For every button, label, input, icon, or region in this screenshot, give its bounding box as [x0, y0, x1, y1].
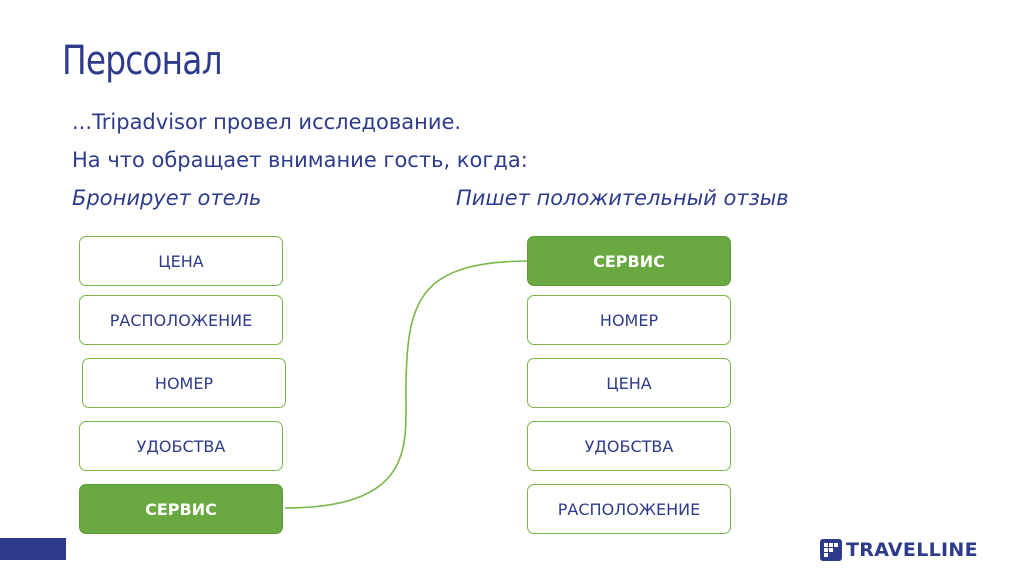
brand-logo-text: TRAVELLINE — [846, 539, 978, 561]
right-item-label: ЦЕНА — [606, 373, 652, 393]
left-item-label: СЕРВИС — [145, 499, 217, 519]
left-item-label: ЦЕНА — [158, 251, 204, 271]
left-item-label: РАСПОЛОЖЕНИЕ — [109, 310, 253, 330]
right-item-service-highlighted: СЕРВИС — [527, 236, 731, 286]
left-item-amenities: УДОБСТВА — [79, 421, 283, 471]
right-item-amenities: УДОБСТВА — [527, 421, 731, 471]
left-item-label: УДОБСТВА — [136, 436, 226, 456]
left-item-price: ЦЕНА — [79, 236, 283, 286]
right-item-label: НОМЕР — [599, 310, 659, 330]
left-item-room: НОМЕР — [82, 358, 286, 408]
slide-title: Персонал — [62, 38, 223, 84]
travelline-grid-icon — [820, 539, 842, 561]
left-item-service-highlighted: СЕРВИС — [79, 484, 283, 534]
right-item-label: УДОБСТВА — [584, 436, 674, 456]
corner-accent-bar — [0, 538, 66, 560]
right-item-price: ЦЕНА — [527, 358, 731, 408]
right-item-label: РАСПОЛОЖЕНИЕ — [557, 499, 701, 519]
right-item-room: НОМЕР — [527, 295, 731, 345]
left-item-location: РАСПОЛОЖЕНИЕ — [79, 295, 283, 345]
left-column-heading: Бронирует отель — [72, 186, 262, 210]
right-column-heading: Пишет положительный отзыв — [456, 186, 789, 210]
left-item-label: НОМЕР — [154, 373, 214, 393]
intro-line-1: ...Tripadvisor провел исследование. — [72, 110, 462, 134]
right-item-location: РАСПОЛОЖЕНИЕ — [527, 484, 731, 534]
intro-line-2: На что обращает внимание гость, когда: — [72, 148, 528, 172]
right-item-label: СЕРВИС — [593, 251, 665, 271]
brand-logo: TRAVELLINE — [820, 538, 978, 562]
